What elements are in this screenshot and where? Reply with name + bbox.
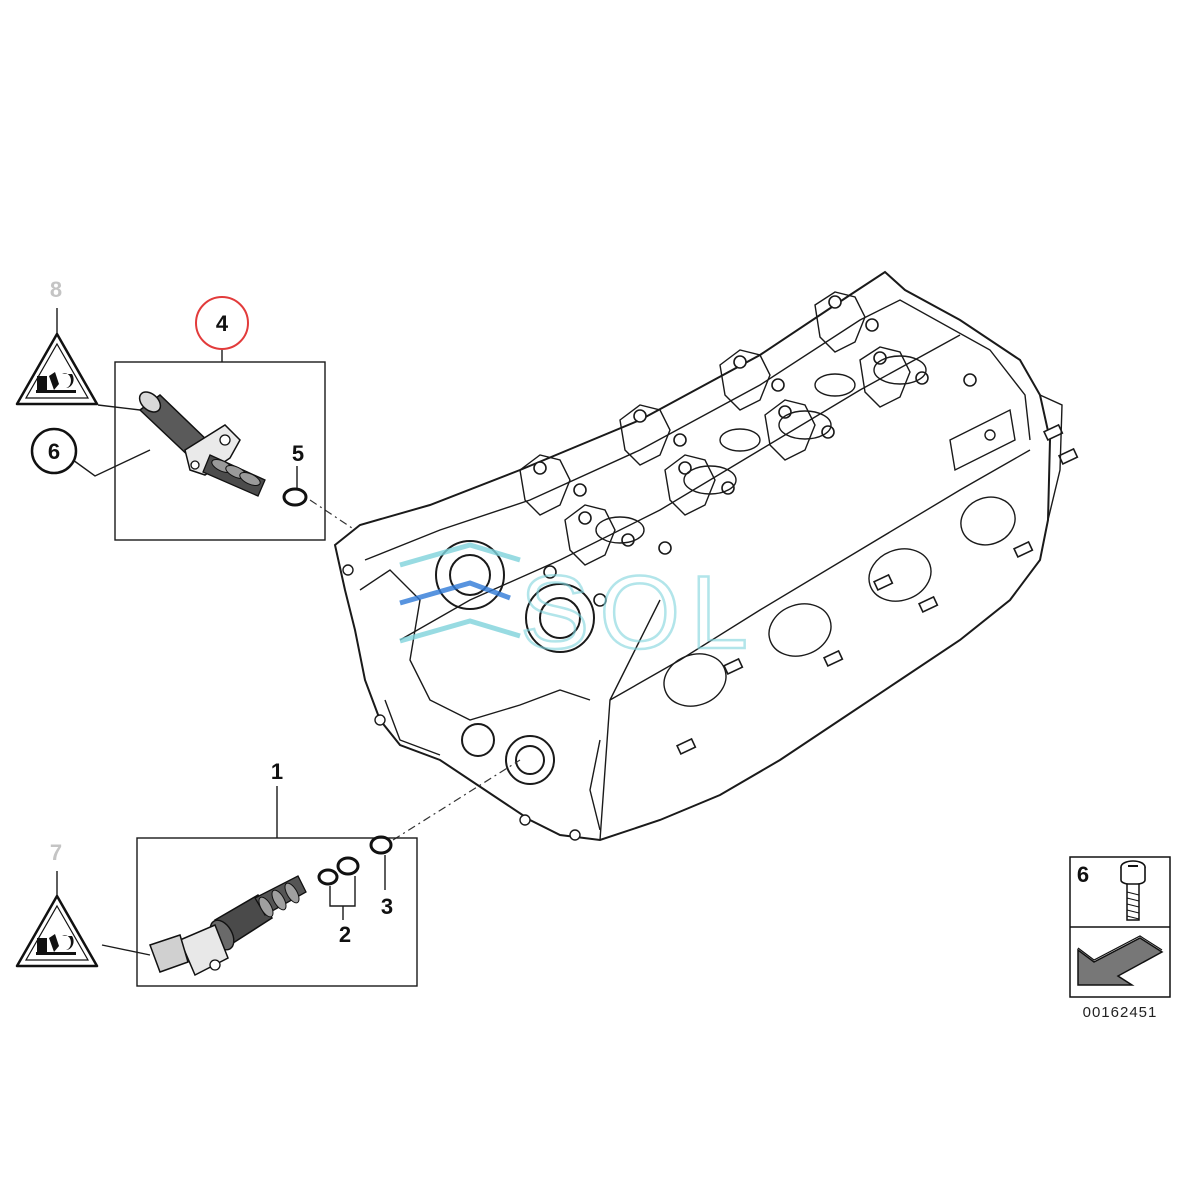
callout-8-warning[interactable]: 8: [15, 277, 99, 406]
direction-arrow-icon: [1077, 935, 1164, 986]
callout-2-label[interactable]: 2: [339, 922, 351, 947]
callout-4-label: 4: [216, 311, 229, 336]
electric-hazard-icon: [36, 934, 76, 955]
callout-3-label[interactable]: 3: [381, 894, 393, 919]
vanos-solenoid-lower: [149, 875, 307, 977]
legend-box: 6: [1069, 856, 1171, 998]
callout-8-label: 8: [50, 277, 62, 302]
callout-5-label[interactable]: 5: [292, 441, 304, 466]
callout-7-warning[interactable]: 7: [15, 840, 99, 968]
callout-6-label: 6: [48, 439, 60, 464]
callout-4-highlighted[interactable]: 4: [195, 296, 249, 350]
watermark-logo: SOL: [399, 542, 758, 672]
highlight-circle: [195, 296, 249, 350]
legend-part-number: 6: [1077, 862, 1089, 887]
watermark-text: SOL: [520, 555, 758, 671]
seal-ring-2a: [317, 868, 339, 886]
diagram-reference-code: 00162451: [1083, 1004, 1158, 1021]
cylinder-head-illustration: [333, 270, 1079, 842]
seal-ring-2b: [336, 856, 360, 876]
seal-ring-5: [282, 487, 308, 507]
callout-7-label: 7: [50, 840, 62, 865]
callout-6-circle: [30, 427, 78, 475]
callout-6[interactable]: 6: [30, 427, 78, 475]
seal-ring-3: [369, 835, 393, 855]
bolt-icon: [1120, 860, 1146, 921]
callout-1-label[interactable]: 1: [271, 759, 283, 784]
exploded-group-upper: [72, 348, 326, 541]
exploded-group-lower: [101, 786, 418, 987]
vanos-solenoid-upper: [138, 391, 266, 497]
electric-hazard-icon: [36, 372, 76, 393]
